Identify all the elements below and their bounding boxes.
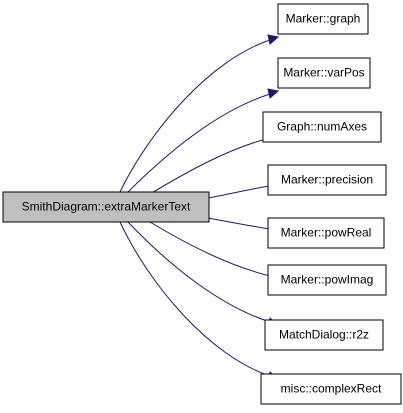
- callee-node-box: [267, 264, 387, 296]
- callee-node-label: Graph::numAxes: [277, 120, 367, 134]
- arrowhead-marker-graph: [267, 34, 280, 45]
- edge-to-graph-numaxes: [149, 137, 271, 195]
- edge-to-marker-powimag: [149, 221, 271, 277]
- callee-node-matchdialog-r2z[interactable]: MatchDialog::r2z: [264, 319, 384, 351]
- edge-to-marker-precision: [207, 185, 271, 199]
- callee-node-label: Marker::powImag: [281, 273, 374, 287]
- callee-node-box: [262, 111, 382, 143]
- callee-node-label: Marker::graph: [286, 12, 361, 26]
- callee-node-label: MatchDialog::r2z: [279, 328, 369, 342]
- callee-node-marker-varpos[interactable]: Marker::varPos: [277, 57, 371, 89]
- callee-node-label: misc::complexRect: [281, 382, 382, 396]
- callee-node-box: [277, 3, 369, 35]
- callee-node-label: Marker::precision: [281, 173, 373, 187]
- callee-node-misc-complexrect[interactable]: misc::complexRect: [260, 373, 402, 405]
- callee-node-marker-precision[interactable]: Marker::precision: [267, 164, 387, 196]
- root-node-box: [2, 191, 210, 223]
- root-node[interactable]: SmithDiagram::extraMarkerText: [2, 191, 210, 223]
- callee-node-box: [267, 217, 385, 249]
- edge-to-marker-graph: [119, 39, 271, 193]
- callee-node-box: [277, 57, 371, 89]
- callee-node-label: Marker::varPos: [283, 66, 364, 80]
- callee-node-marker-graph[interactable]: Marker::graph: [277, 3, 369, 35]
- edge-to-matchdialog-r2z: [127, 221, 271, 323]
- edge-to-marker-varpos: [127, 93, 271, 193]
- callee-node-marker-powimag[interactable]: Marker::powImag: [267, 264, 387, 296]
- edge-to-marker-powreal: [207, 217, 271, 230]
- edge-to-misc-complexrect: [119, 221, 271, 377]
- root-node-label: SmithDiagram::extraMarkerText: [22, 200, 191, 214]
- callee-node-box: [264, 319, 384, 351]
- callee-node-box: [260, 373, 402, 405]
- callee-node-label: Marker::powReal: [281, 226, 372, 240]
- callee-node-marker-powreal[interactable]: Marker::powReal: [267, 217, 385, 249]
- arrowhead-marker-varpos: [267, 88, 280, 99]
- callee-node-graph-numaxes[interactable]: Graph::numAxes: [262, 111, 382, 143]
- callee-node-box: [267, 164, 387, 196]
